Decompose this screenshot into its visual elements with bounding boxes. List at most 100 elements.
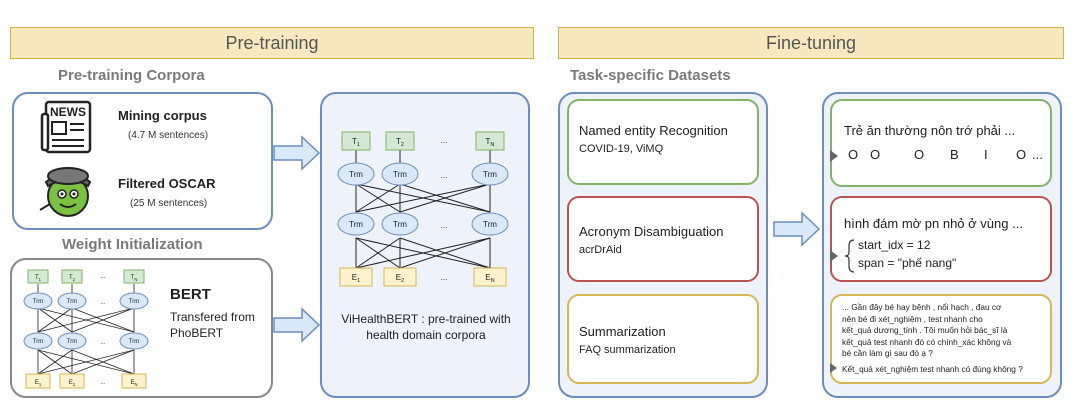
arrow-corpora-to-model <box>273 135 321 171</box>
vihealthbert-e1-label: E1 <box>352 273 360 284</box>
ner-example-card: Trẻ ăn thường nôn trớ phải ... O O O B I… <box>830 99 1052 187</box>
vihealthbert-trm-lower-n <box>471 212 509 236</box>
bert-small-ellipsis: ... <box>100 380 105 386</box>
bert-small-t2 <box>61 269 83 284</box>
subscript: N <box>134 382 137 387</box>
subscript: 2 <box>401 278 404 284</box>
news-icon-text: NEWS <box>50 105 86 119</box>
vihealthbert-e2 <box>383 267 417 287</box>
bert-small-tn <box>123 269 145 284</box>
subscript: N <box>134 277 137 282</box>
pointer-triangle-icon <box>830 363 837 373</box>
ner-tag: O <box>914 147 925 162</box>
summarization-example-card: ... Gần đây bé hay bệnh , nổi hạch , đau… <box>830 294 1052 384</box>
weight-init-title: Weight Initialization <box>62 236 203 253</box>
vihealthbert-e2-label: E2 <box>396 273 404 284</box>
task-acronym-datasets: acrDrAid <box>579 244 622 256</box>
acronym-example-card: hình đám mờ pn nhỏ ở vùng ... start_idx … <box>830 196 1052 282</box>
vihealthbert-en-label: EN <box>485 273 494 284</box>
task-card-ner: Named entity Recognition COVID-19, ViMQ <box>567 99 759 185</box>
bert-small-trm-label: Trm <box>129 299 139 305</box>
bert-small-trm-label: Trm <box>129 339 139 345</box>
bert-small-ellipsis: ... <box>100 300 105 306</box>
vihealthbert-trm-label: Trm <box>483 220 497 229</box>
bert-small-trm-label: Trm <box>67 299 77 305</box>
vihealthbert-t1-label: T1 <box>352 137 360 148</box>
vihealthbert-caption-line2: health domain corpora <box>366 328 486 342</box>
oscar-count: (25 M sentences) <box>130 198 208 209</box>
bert-small-trm-label: Trm <box>33 299 43 305</box>
pointer-triangle-icon <box>830 150 838 162</box>
oscar-mascot-icon <box>34 160 98 220</box>
ner-tag: B <box>950 147 959 162</box>
bert-small-t1-label: T1 <box>35 275 42 282</box>
arrow-datasets-to-examples <box>773 211 821 247</box>
ner-tag: O <box>870 147 881 162</box>
ner-tag: O <box>848 147 859 162</box>
bert-small-ellipsis: ... <box>100 274 105 280</box>
vihealthbert-trm-label: Trm <box>349 170 363 179</box>
bert-network-small: T1 T2 TN Trm Trm Trm Trm Trm Trm E1 E2 E… <box>23 269 149 389</box>
vihealthbert-t2-label: T2 <box>396 137 404 148</box>
vihealthbert-ellipsis: ... <box>441 221 448 230</box>
bert-small-trm-upper-2 <box>57 292 87 310</box>
subscript: N <box>490 142 494 148</box>
pointer-triangle-icon <box>830 250 838 262</box>
vihealthbert-tn-label: TN <box>486 137 495 148</box>
subscript: 2 <box>401 142 404 148</box>
vihealthbert-trm-label: Trm <box>393 170 407 179</box>
newspaper-icon: NEWS <box>40 98 98 156</box>
vihealthbert-trm-lower-2 <box>381 212 419 236</box>
mining-corpus-count: (4.7 M sentences) <box>128 130 209 141</box>
summarization-line: kết_quả dương_tính . Tôi muốn hỏi bác_sĩ… <box>842 325 1008 335</box>
subscript: 1 <box>39 382 42 387</box>
vihealthbert-trm-label: Trm <box>393 220 407 229</box>
bert-desc-line1: Transfered from <box>170 310 255 324</box>
vihealthbert-caption-line1: ViHealthBERT : pre-trained with <box>341 312 511 326</box>
arrow-weights-to-model <box>273 307 321 343</box>
summarization-line: bé cần làm gì sau đó ạ ? <box>842 348 933 358</box>
acronym-start-idx: start_idx = 12 <box>858 238 931 252</box>
task-card-acronym: Acronym Disambiguation acrDrAid <box>567 196 759 282</box>
vihealthbert-t2 <box>385 131 415 151</box>
vihealthbert-e1 <box>339 267 373 287</box>
vihealthbert-trm-label: Trm <box>483 170 497 179</box>
ner-example-text: Trẻ ăn thường nôn trớ phải ... <box>844 123 1016 138</box>
bert-small-trm-label: Trm <box>67 339 77 345</box>
bert-label: BERT <box>170 286 211 303</box>
vihealthbert-trm-upper-2 <box>381 162 419 186</box>
bert-small-en-label: EN <box>130 380 137 387</box>
subscript: 2 <box>73 382 76 387</box>
vihealthbert-trm-upper-n <box>471 162 509 186</box>
mining-corpus-label: Mining corpus <box>118 108 207 123</box>
bert-small-trm-lower-2 <box>57 332 87 350</box>
bert-small-e1 <box>25 373 51 389</box>
pretraining-corpora-title: Pre-training Corpora <box>58 67 205 84</box>
task-acronym-name: Acronym Disambiguation <box>579 224 724 239</box>
vihealthbert-ellipsis: ... <box>441 273 448 282</box>
acronym-span: span = "phế nang" <box>858 256 957 270</box>
subscript: 1 <box>39 277 42 282</box>
summarization-line: nên bé đi xét_nghiệm , test nhanh cho <box>842 313 983 324</box>
vihealthbert-edges <box>355 150 491 269</box>
bert-desc-line2: PhoBERT <box>170 326 224 340</box>
vihealthbert-ellipsis: ... <box>441 136 448 145</box>
vihealthbert-tn <box>475 131 505 151</box>
vihealthbert-t1 <box>341 131 371 151</box>
vihealthbert-trm-lower-1 <box>337 212 375 236</box>
summarization-line: ... Gần đây bé hay bệnh , nổi hạch , đau… <box>842 302 1002 312</box>
task-summarization-name: Summarization <box>579 324 666 339</box>
bert-small-t2-label: T2 <box>69 275 76 282</box>
bert-small-e2 <box>59 373 85 389</box>
vihealthbert-trm-upper-1 <box>337 162 375 186</box>
bert-small-e2-label: E2 <box>69 380 76 387</box>
subscript: 2 <box>73 277 76 282</box>
vihealthbert-ellipsis: ... <box>441 171 448 180</box>
curly-brace-icon <box>844 239 855 273</box>
summarization-line: kết_quả test nhanh đó có chính_xác không… <box>842 336 1012 347</box>
task-summarization-datasets: FAQ summarization <box>579 344 676 356</box>
bert-small-trm-upper-n <box>119 292 149 310</box>
vihealthbert-network: T1 T2 TN Trm Trm Trm Trm Trm Trm E1 E2 E… <box>337 131 509 287</box>
task-ner-name: Named entity Recognition <box>579 123 728 138</box>
acronym-example-text: hình đám mờ pn nhỏ ở vùng ... <box>844 216 1023 231</box>
